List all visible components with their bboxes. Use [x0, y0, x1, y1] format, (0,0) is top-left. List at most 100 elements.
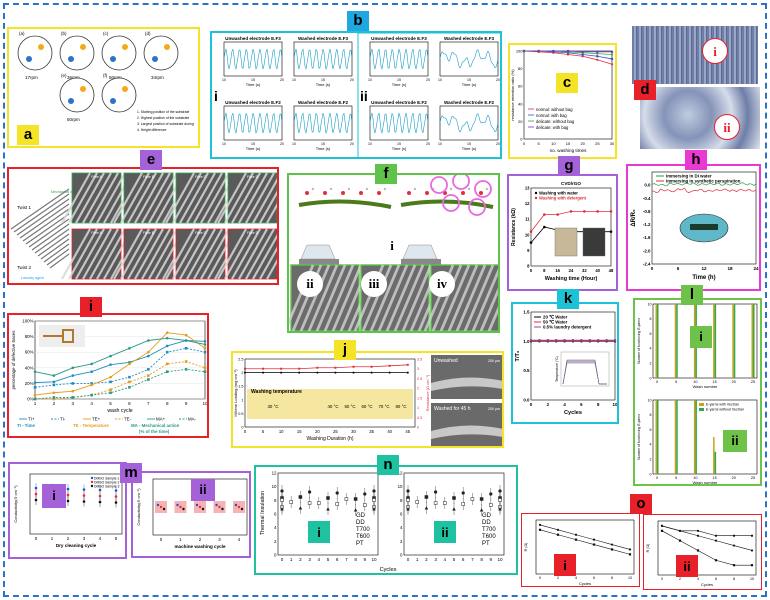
- i-pt-0-9: [203, 339, 207, 343]
- e-sem-f-0-2-0: [165, 172, 195, 224]
- o-pt-1-1-4: [732, 564, 736, 567]
- n-ytick-1-3: 6: [400, 512, 403, 517]
- i-leg-4: MA+: [156, 417, 166, 422]
- m2-pt-2-1: [182, 507, 185, 511]
- j-xtick-7: 35: [369, 429, 374, 434]
- m1-leg-dot-0: [90, 476, 94, 480]
- a-sub-5: [122, 86, 128, 92]
- b-tick-1-1: 15: [321, 78, 325, 82]
- j-temp-5: 80 °C: [395, 404, 406, 409]
- i-footer-2: MA - Mechanical action: [131, 423, 180, 428]
- b-plot-5-axes: [293, 105, 353, 141]
- i-pt-5-6: [147, 378, 150, 381]
- f-fibre-1: [400, 199, 494, 209]
- o-line-1-1: [661, 530, 752, 566]
- i-line-4: [34, 337, 206, 377]
- l-ylabel-ii: Number of functioning E-yarns: [637, 414, 641, 460]
- f-sem-f-0-5: [323, 264, 355, 331]
- n-pt-0-0-0: [280, 489, 284, 493]
- a-rpm-2: 50rpm: [109, 75, 122, 80]
- i-xtick-9: 10: [202, 401, 208, 406]
- o-line-0-1: [539, 529, 631, 555]
- o-pt-1-2-5: [750, 534, 754, 537]
- m1-pt-0-0: [34, 486, 38, 490]
- e-sem-f-1-3-6: [259, 246, 277, 280]
- i-pt-2-7: [165, 331, 169, 334]
- e-sem-f-1-0-3: [82, 228, 112, 280]
- l-xtick-ii-1: 5: [675, 476, 677, 480]
- o-pt-1-2-2: [696, 529, 700, 532]
- b-title-3: Washed electrode E.F3: [444, 36, 495, 41]
- b-tick-4-2: 20: [280, 142, 284, 146]
- k-pt-2-10: [613, 338, 617, 342]
- a-sub2-4: [68, 98, 74, 104]
- o-roman-bg-1: [676, 555, 698, 577]
- j-xtick-5: 25: [333, 429, 338, 434]
- n-pt-0-3-3: [307, 501, 312, 505]
- n-pt-0-1-2: [298, 495, 303, 499]
- l-ytick-ii-5: 10: [648, 398, 652, 402]
- m2-pt-0-2: [195, 503, 199, 507]
- i-pt-4-7: [165, 336, 169, 340]
- g-leg-dot-1: [534, 196, 538, 200]
- n-pt-0-2-1: [289, 500, 293, 504]
- k-inset-ylabel: Temperature (°C): [555, 356, 559, 382]
- o-pt-1-2-4: [732, 534, 736, 537]
- f-sem-f-0-4: [315, 264, 347, 331]
- g-xtick-4: 32: [582, 268, 587, 273]
- b-sub-ii-box: [357, 33, 500, 157]
- l-xtick-i-4: 20: [732, 380, 736, 384]
- m2-xtick-3: 3: [218, 537, 221, 542]
- m1-roman: i: [52, 488, 56, 503]
- f-sem-f-2-2: [439, 264, 471, 331]
- h-xtick-2: 12: [701, 266, 707, 271]
- o-roman-0: i: [563, 558, 567, 573]
- i-inset-trace: [43, 329, 74, 343]
- n-xtick-0-4: 4: [318, 557, 321, 562]
- j-pt-1-0: [244, 367, 246, 370]
- i-pt-5-4: [109, 391, 112, 395]
- j-xtick-1: 5: [262, 429, 265, 434]
- n-pt-1-4-8: [479, 508, 484, 512]
- n-leg-0-3: T600: [356, 534, 370, 540]
- e-text-1: Twist 2: [17, 265, 32, 270]
- i-leg-1: TI-: [60, 417, 66, 422]
- n-ytick-1-4: 8: [400, 498, 403, 503]
- i-pt-3-7: [165, 362, 169, 366]
- i-pt-0-3: [90, 370, 93, 373]
- panel-f: i ii iii iv: [287, 173, 500, 333]
- m2-pt-1-1: [179, 505, 182, 509]
- n-roman-bg-0: [308, 521, 330, 543]
- l-bar-b-ii-1: [676, 400, 678, 474]
- o-xtick-1-1: 2: [679, 577, 681, 581]
- f-sem-f-2-6: [471, 268, 498, 331]
- n-pt-0-4-5: [326, 507, 330, 511]
- g-xtick-0: 0: [530, 268, 533, 273]
- panel-a-diagram: (a)17rpm(b)36rpm(c)50rpm(d)34rpm(e)50rpm…: [17, 31, 194, 132]
- j-pt-1-3: [298, 367, 301, 370]
- m2-xtick-1: 1: [179, 537, 182, 542]
- m1-pt-1-0: [34, 492, 38, 496]
- m2-xtick-0: 0: [160, 537, 163, 542]
- l-ytick-ii-4: 8: [650, 413, 652, 417]
- e-fibre-9: [37, 233, 70, 257]
- l-bar-b-i-4: [733, 304, 736, 378]
- f-bubble-1: [452, 175, 470, 190]
- f-o-1-4: [479, 191, 483, 195]
- g-title: CVD/rGO: [561, 181, 581, 186]
- n-pt-1-0-10: [498, 489, 502, 493]
- k-pt-2-9: [605, 338, 608, 342]
- b-tick-3-0: 10: [438, 78, 442, 82]
- a-legend-1: 2. Highest position of the substrate: [137, 116, 189, 120]
- h-xtick-0: 0: [651, 266, 654, 271]
- b-tick-1-0: 10: [292, 78, 296, 82]
- e-sem-f-1-0-0: [61, 228, 91, 280]
- c-pt-3-2: [552, 49, 555, 53]
- i-pt-2-8: [184, 333, 188, 337]
- b-tick-7-2: 20: [496, 142, 500, 146]
